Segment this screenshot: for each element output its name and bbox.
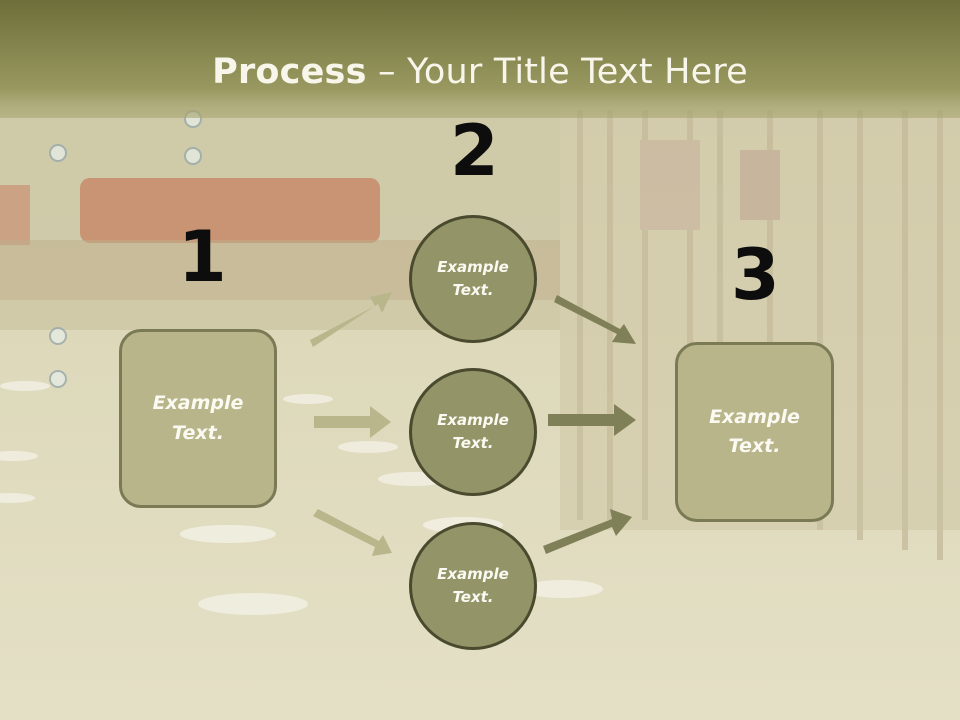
arrow-to-mid-circle [314, 406, 391, 438]
right-box: Example Text. [675, 342, 834, 522]
arrow-to-bottom-circle [313, 509, 392, 556]
title-rest: – Your Title Text Here [366, 52, 748, 92]
step-number-1: 1 [178, 216, 227, 298]
step-number-2: 2 [450, 110, 499, 192]
left-box: Example Text. [119, 329, 277, 508]
slide-title: Process – Your Title Text Here [0, 52, 960, 92]
arrow-from-top-circle [554, 295, 636, 344]
bottom-circle-text: Example Text. [437, 564, 509, 606]
top-circle-text: Example Text. [437, 257, 509, 299]
step-number-3: 3 [731, 234, 780, 316]
arrow-from-mid-circle [548, 404, 636, 436]
right-box-text: Example Text. [709, 405, 800, 457]
title-bold: Process [212, 52, 367, 92]
top-circle: Example Text. [409, 215, 537, 343]
arrow-to-top-circle [310, 292, 392, 347]
mid-circle: Example Text. [409, 368, 537, 496]
left-box-text: Example Text. [152, 392, 244, 444]
mid-circle-text: Example Text. [437, 410, 509, 452]
bottom-circle: Example Text. [409, 522, 537, 650]
arrow-from-bottom-circle [543, 509, 632, 554]
